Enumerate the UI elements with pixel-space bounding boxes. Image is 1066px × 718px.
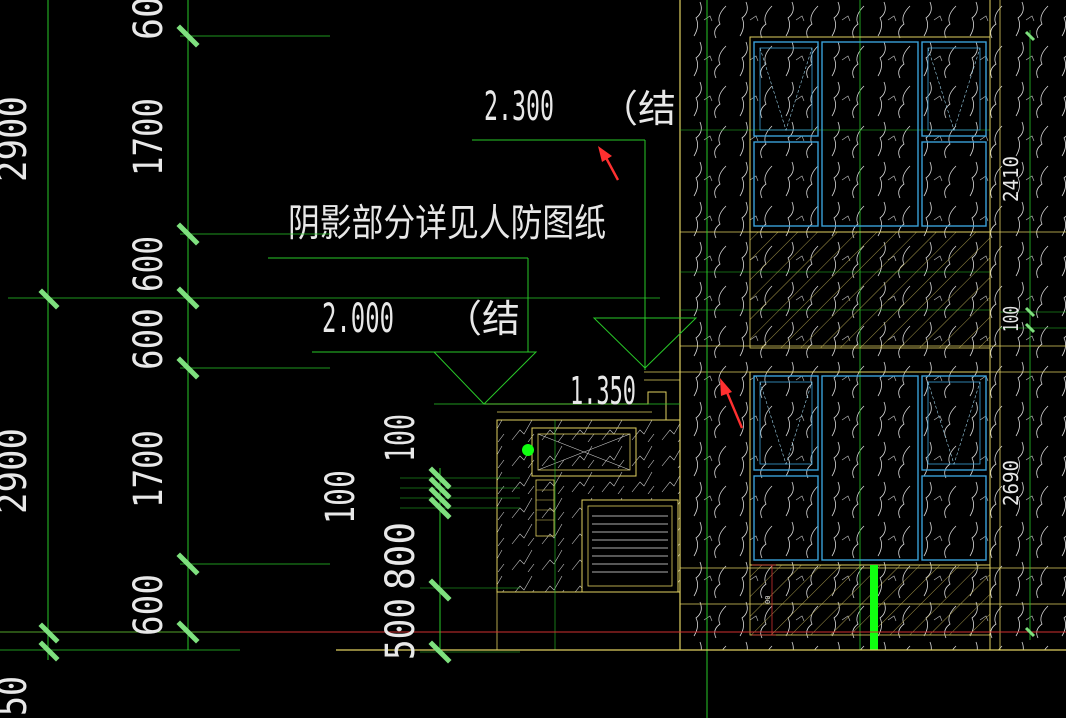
left-dimension-lines <box>0 0 660 660</box>
civil-defense-note: 阴影部分详见人防图纸 <box>288 201 606 245</box>
red-arrow-lower <box>720 378 744 429</box>
dim-outer-50: 50 <box>0 676 36 716</box>
dim-right-2410: 2410 <box>999 156 1023 202</box>
level-2300-suffix: （结 <box>600 87 676 131</box>
dim-right-100: 100 <box>999 306 1023 332</box>
red-arrow-upper <box>598 146 620 181</box>
dim-stair-100-top: 100 <box>378 414 424 462</box>
dim-outer-2900-upper: 2900 <box>0 96 36 182</box>
red-small-dimension: 00 <box>752 564 776 636</box>
column-post <box>870 565 878 650</box>
window-upper <box>749 36 991 233</box>
level-1350-value: 1.350 <box>570 369 636 413</box>
green-node-point <box>522 444 534 456</box>
dim-right-2690: 2690 <box>999 460 1023 506</box>
dim-inner-600-a: 600 <box>126 236 172 292</box>
stair-block <box>484 371 681 650</box>
level-2000-value: 2.000 <box>322 296 394 342</box>
right-dimension-line <box>1000 30 1066 640</box>
dim-stair-100-mid: 100 <box>318 470 364 524</box>
level-2300-value: 2.300 <box>484 84 554 130</box>
level-marker-2000: 2.000 （结 <box>268 257 680 405</box>
dimension-ticks <box>38 24 452 664</box>
dim-stair-800: 800 <box>378 522 424 590</box>
dim-inner-600-b: 600 <box>126 308 172 370</box>
level-marker-2300: 2.300 （结 <box>472 84 698 370</box>
level-2000-suffix: （结 <box>444 297 520 341</box>
dim-inner-1700-lower: 1700 <box>126 430 172 508</box>
dim-inner-1700-upper: 1700 <box>126 98 172 176</box>
ventilation-louver <box>587 505 673 587</box>
dim-inner-60: 60 <box>126 0 172 40</box>
dim-inner-600-bottom: 600 <box>126 574 172 636</box>
dim-outer-2900-lower: 2900 <box>0 428 36 514</box>
tiny-label: 00 <box>764 596 772 604</box>
dim-stair-500: 500 <box>378 598 424 660</box>
